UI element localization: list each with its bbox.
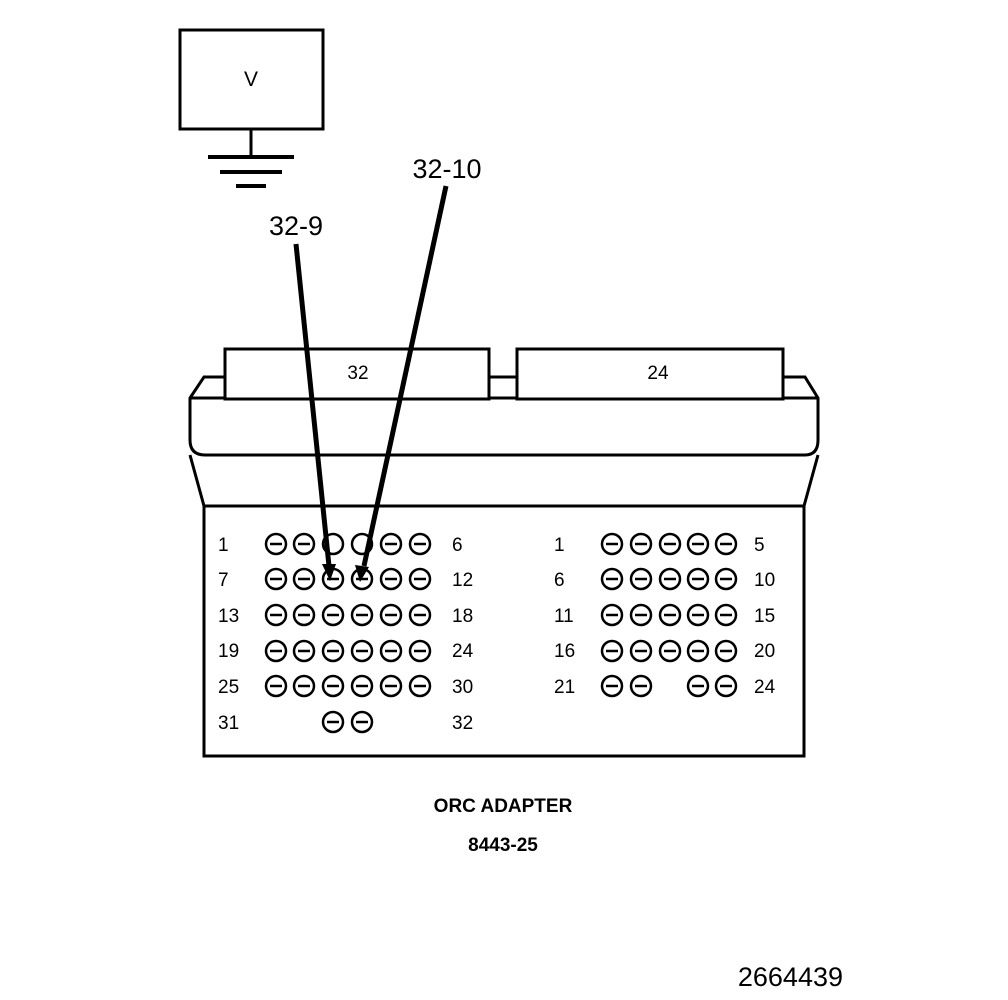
adapter-part-number: 8443-25 bbox=[468, 835, 538, 856]
pin-socket bbox=[321, 603, 345, 627]
pin-socket bbox=[350, 674, 374, 698]
pin-number: 1 bbox=[554, 535, 565, 556]
pin-panel bbox=[202, 504, 806, 758]
pin-socket bbox=[264, 603, 288, 627]
pin-socket bbox=[379, 603, 403, 627]
pin-number: 6 bbox=[554, 570, 565, 591]
connector-32-row-numbers: 1 6 7 12 13 18 19 24 25 30 31 32 bbox=[218, 535, 474, 734]
pin-socket bbox=[379, 674, 403, 698]
voltmeter-label: V bbox=[244, 68, 258, 91]
pin-socket bbox=[600, 567, 624, 591]
pin-socket bbox=[600, 674, 624, 698]
connector-24-row-numbers: 1 5 6 10 11 15 16 20 21 24 bbox=[554, 535, 776, 698]
pin-socket bbox=[264, 674, 288, 698]
pin-socket bbox=[714, 603, 738, 627]
pin-number: 10 bbox=[754, 570, 775, 591]
arrowhead-icon bbox=[355, 565, 369, 582]
pin-number: 32 bbox=[452, 713, 473, 734]
pin-number: 15 bbox=[754, 606, 775, 627]
pin-socket bbox=[350, 532, 374, 556]
connector-24-tab-label: 24 bbox=[647, 363, 669, 384]
connector-tab-24 bbox=[515, 347, 785, 401]
pin-socket bbox=[714, 567, 738, 591]
pin-socket bbox=[600, 532, 624, 556]
pin-number: 16 bbox=[554, 641, 575, 662]
pin-socket bbox=[686, 603, 710, 627]
figure-id: 2664439 bbox=[738, 962, 843, 992]
probe-label-32-9: 32-9 bbox=[269, 211, 323, 241]
pin-socket bbox=[714, 674, 738, 698]
pin-socket bbox=[714, 639, 738, 663]
pin-socket bbox=[264, 639, 288, 663]
adapter-name: ORC ADAPTER bbox=[434, 796, 573, 817]
pin-socket bbox=[292, 674, 316, 698]
pin-socket bbox=[408, 603, 432, 627]
probe-label-32-10: 32-10 bbox=[412, 154, 481, 184]
pin-socket bbox=[658, 603, 682, 627]
pin-socket bbox=[350, 639, 374, 663]
pin-socket bbox=[629, 603, 653, 627]
pin-socket bbox=[408, 567, 432, 591]
connector-32-tab-label: 32 bbox=[347, 363, 368, 384]
pin-number: 18 bbox=[452, 606, 473, 627]
pin-number: 12 bbox=[452, 570, 473, 591]
pin-number: 19 bbox=[218, 641, 239, 662]
pin-number: 30 bbox=[452, 677, 473, 698]
ground-icon bbox=[208, 129, 294, 188]
pin-socket bbox=[629, 567, 653, 591]
pin-socket bbox=[264, 567, 288, 591]
pin-socket bbox=[629, 639, 653, 663]
pin-number: 24 bbox=[452, 641, 474, 662]
pin-socket bbox=[264, 532, 288, 556]
pin-number: 11 bbox=[554, 606, 574, 627]
pin-socket bbox=[379, 567, 403, 591]
pin-socket bbox=[686, 567, 710, 591]
pin-socket bbox=[321, 674, 345, 698]
pin-socket bbox=[350, 603, 374, 627]
pin-socket bbox=[292, 639, 316, 663]
pin-socket bbox=[600, 639, 624, 663]
arrowhead-icon bbox=[322, 564, 336, 581]
pin-socket bbox=[408, 674, 432, 698]
pin-socket bbox=[686, 639, 710, 663]
pin-socket bbox=[686, 532, 710, 556]
pin-number: 21 bbox=[554, 677, 575, 698]
pin-socket bbox=[321, 639, 345, 663]
pin-socket bbox=[379, 532, 403, 556]
probe-lead-32-9 bbox=[293, 243, 336, 581]
probe-lead-32-10 bbox=[355, 185, 449, 582]
pin-number: 20 bbox=[754, 641, 775, 662]
pin-socket bbox=[408, 532, 432, 556]
pin-socket bbox=[321, 532, 345, 556]
pin-number: 1 bbox=[218, 535, 229, 556]
pin-socket bbox=[658, 639, 682, 663]
pin-number: 7 bbox=[218, 570, 229, 591]
pin-number: 13 bbox=[218, 606, 239, 627]
pin-number: 24 bbox=[754, 677, 776, 698]
adapter-housing bbox=[188, 347, 820, 758]
pin-socket bbox=[629, 674, 653, 698]
pin-socket bbox=[379, 639, 403, 663]
pin-socket bbox=[629, 532, 653, 556]
pin-number: 25 bbox=[218, 677, 239, 698]
pin-socket bbox=[408, 639, 432, 663]
pin-number: 6 bbox=[452, 535, 463, 556]
pin-socket bbox=[600, 603, 624, 627]
pin-socket bbox=[686, 674, 710, 698]
pin-socket bbox=[714, 532, 738, 556]
pin-socket bbox=[658, 532, 682, 556]
pin-socket bbox=[321, 710, 345, 734]
pin-socket bbox=[350, 710, 374, 734]
pin-socket bbox=[658, 567, 682, 591]
pin-number: 31 bbox=[218, 713, 239, 734]
pin-socket bbox=[292, 532, 316, 556]
pin-number: 5 bbox=[754, 535, 765, 556]
pin-sockets bbox=[264, 532, 738, 734]
pin-socket bbox=[292, 567, 316, 591]
pin-socket bbox=[292, 603, 316, 627]
connector-tab-32 bbox=[223, 347, 491, 401]
